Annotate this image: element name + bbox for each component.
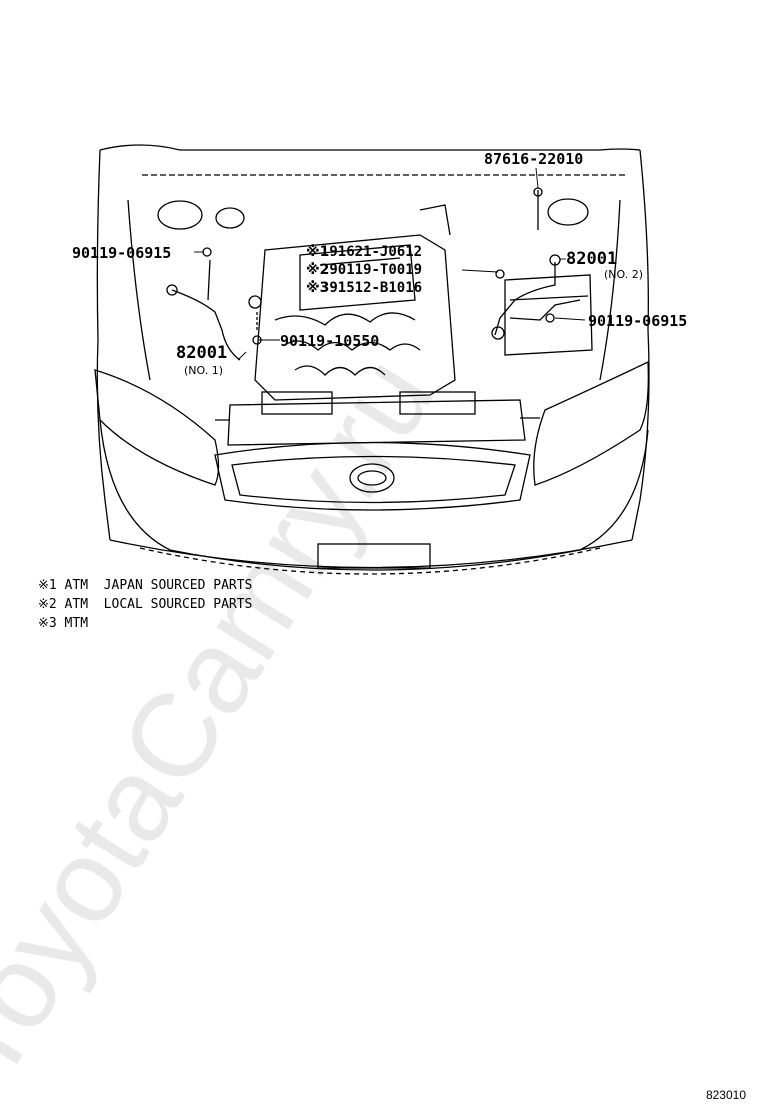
label-no1: (NO. 1) xyxy=(184,364,224,377)
radiator-support xyxy=(227,399,526,446)
bolt-90119-06915-left-mark xyxy=(202,247,212,257)
front-grille xyxy=(214,441,531,511)
note-marker-1: ※1 xyxy=(306,244,330,260)
label-82001-no1: 82001 xyxy=(176,343,228,363)
footnote-3: ※3 MTM xyxy=(38,616,89,631)
ground-strap-no1 xyxy=(171,289,241,361)
inner-right-wall xyxy=(599,199,621,381)
label-90119-06915-left: 90119-06915 xyxy=(72,244,172,262)
label-87616-22010: 87616-22010 xyxy=(484,150,584,168)
label-90119-t0019: 90119-T0019 xyxy=(329,262,423,278)
emblem xyxy=(349,463,395,493)
hood-edge xyxy=(99,144,641,151)
alt-part-row-2: ※290119-T0019 xyxy=(306,262,422,278)
front-bumper xyxy=(99,419,649,571)
inner-left-wall xyxy=(127,199,151,381)
label-no2: (NO. 2) xyxy=(604,268,644,281)
note-marker-3: ※3 xyxy=(306,280,330,296)
battery xyxy=(504,274,593,356)
label-90119-06915-right: 90119-06915 xyxy=(588,312,688,330)
footnote-2: ※2 ATM LOCAL SOURCED PARTS xyxy=(38,597,253,612)
note-marker-2: ※2 xyxy=(306,262,330,278)
ground-strap-no2 xyxy=(494,262,556,336)
alt-part-row-1: ※191621-J0612 xyxy=(306,244,422,260)
document-id: 823010 xyxy=(705,1088,746,1102)
left-strut-tower xyxy=(157,200,203,230)
license-plate-area xyxy=(317,543,431,569)
label-82001-no2: 82001 xyxy=(566,249,618,269)
alt-part-row-3: ※391512-B1016 xyxy=(306,280,422,296)
right-fender-outline xyxy=(631,149,650,541)
right-headlight xyxy=(533,360,649,486)
left-headlight xyxy=(94,369,220,486)
left-fender-outline xyxy=(96,149,111,541)
footnote-1: ※1 ATM JAPAN SOURCED PARTS xyxy=(38,578,253,593)
engine-block xyxy=(254,234,456,401)
label-91621-j0612: 91621-J0612 xyxy=(329,244,423,260)
right-strut-tower xyxy=(547,198,589,226)
label-90119-10550: 90119-10550 xyxy=(280,332,380,350)
label-91512-b1016: 91512-B1016 xyxy=(329,280,423,296)
